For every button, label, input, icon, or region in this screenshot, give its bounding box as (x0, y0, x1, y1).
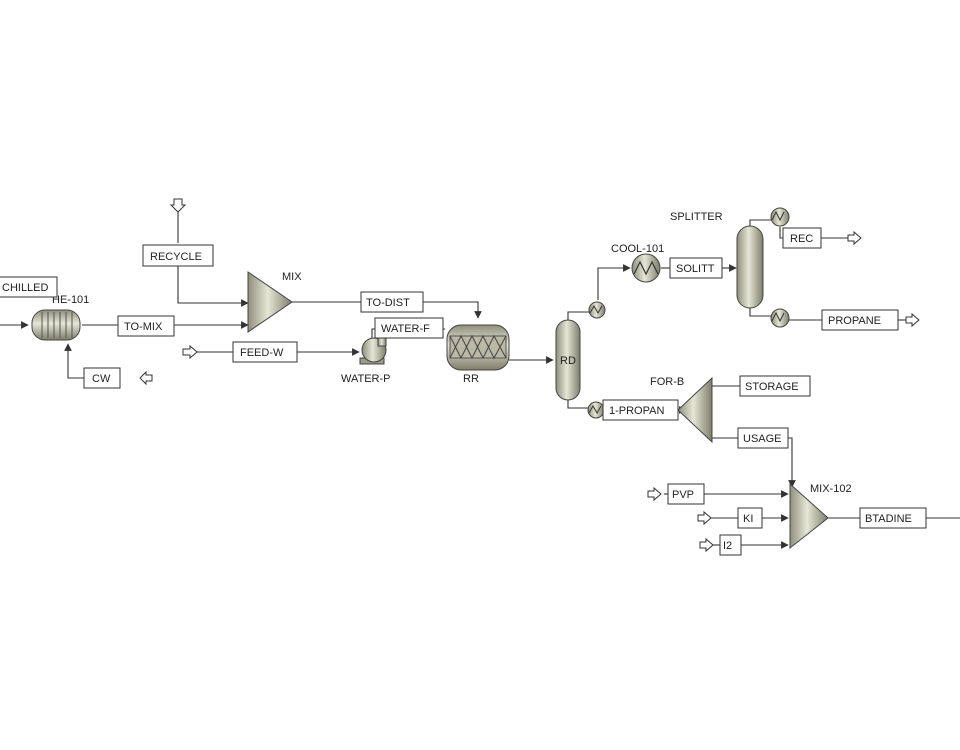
stream-i2-label: I2 (723, 540, 732, 552)
stream-recycle-label: RECYCLE (150, 251, 202, 263)
feed-arrow-icon (139, 370, 153, 386)
label-mix: MIX (282, 271, 302, 283)
product-arrow-icon (847, 230, 862, 246)
label-rd: RD (560, 355, 576, 367)
stream-rec[interactable]: REC (782, 227, 822, 249)
stream-pvp[interactable]: PVP (667, 483, 705, 505)
stream-feed-w-label: FEED-W (240, 347, 284, 359)
mixer-mix[interactable] (247, 271, 293, 333)
feed-arrow-icon (647, 486, 662, 502)
label-mix102: MIX-102 (810, 483, 852, 495)
feed-arrow-icon (699, 537, 714, 553)
stream-btadine-label: BTADINE (865, 513, 912, 525)
stream-ki[interactable]: KI (737, 507, 763, 529)
stream-usage-label: USAGE (743, 433, 782, 445)
stream-btadine[interactable]: BTADINE (859, 507, 927, 529)
pump-water-p[interactable] (359, 335, 387, 365)
stream-solitt-label: SOLITT (676, 263, 715, 275)
heat-exchanger-he101[interactable] (31, 309, 81, 341)
rd-reboiler[interactable] (587, 401, 605, 419)
cooler-cool101[interactable] (631, 253, 661, 283)
stream-to-dist[interactable]: TO-DIST (360, 291, 424, 313)
stream-ki-label: KI (743, 513, 753, 525)
stream-rec-label: REC (790, 233, 813, 245)
splitter-condenser[interactable] (770, 207, 790, 227)
label-splitter: SPLITTER (670, 211, 723, 223)
feed-arrow-icon (182, 344, 198, 360)
stream-i2[interactable]: I2 (719, 534, 742, 556)
stream-water-f-label: WATER-F (381, 323, 430, 335)
stream-cw[interactable]: CW (83, 367, 121, 389)
stream-recycle[interactable]: RECYCLE (142, 244, 214, 267)
feed-arrow-icon (169, 198, 187, 213)
mixer-mix102[interactable] (789, 482, 829, 550)
stream-cw-label: CW (92, 373, 111, 385)
label-he101: HE-101 (52, 294, 89, 306)
stream-1-propan-label: 1-PROPAN (609, 405, 664, 417)
stream-to-dist-label: TO-DIST (366, 297, 410, 309)
stream-chilled[interactable]: CHILLED (0, 276, 58, 298)
stream-propane-label: PROPANE (828, 315, 881, 327)
stream-1-propan[interactable]: 1-PROPAN (602, 399, 679, 421)
stream-chilled-label: CHILLED (2, 282, 49, 294)
stream-storage-label: STORAGE (745, 381, 799, 393)
column-rd[interactable] (555, 319, 581, 401)
stream-pvp-label: PVP (672, 489, 694, 501)
reactor-rr[interactable] (446, 324, 510, 371)
label-for-b: FOR-B (650, 376, 684, 388)
stream-to-mix-label: TO-MIX (124, 321, 163, 333)
stream-feed-w[interactable]: FEED-W (232, 341, 298, 363)
label-cool101: COOL-101 (611, 243, 664, 255)
stream-to-mix[interactable]: TO-MIX (117, 315, 175, 337)
label-water-p: WATER-P (341, 373, 391, 385)
stream-storage[interactable]: STORAGE (739, 375, 811, 397)
feed-arrow-icon (697, 510, 712, 526)
stream-usage[interactable]: USAGE (737, 427, 789, 449)
rd-condenser[interactable] (588, 301, 606, 319)
stream-water-f[interactable]: WATER-F (374, 317, 444, 339)
product-arrow-icon (905, 312, 920, 328)
splitter-for-b[interactable] (677, 376, 713, 444)
column-splitter[interactable] (736, 225, 764, 309)
stream-propane[interactable]: PROPANE (821, 309, 899, 331)
stream-terminals (139, 198, 920, 553)
splitter-reboiler[interactable] (770, 308, 790, 328)
stream-solitt[interactable]: SOLITT (669, 257, 723, 279)
label-rr: RR (463, 373, 479, 385)
